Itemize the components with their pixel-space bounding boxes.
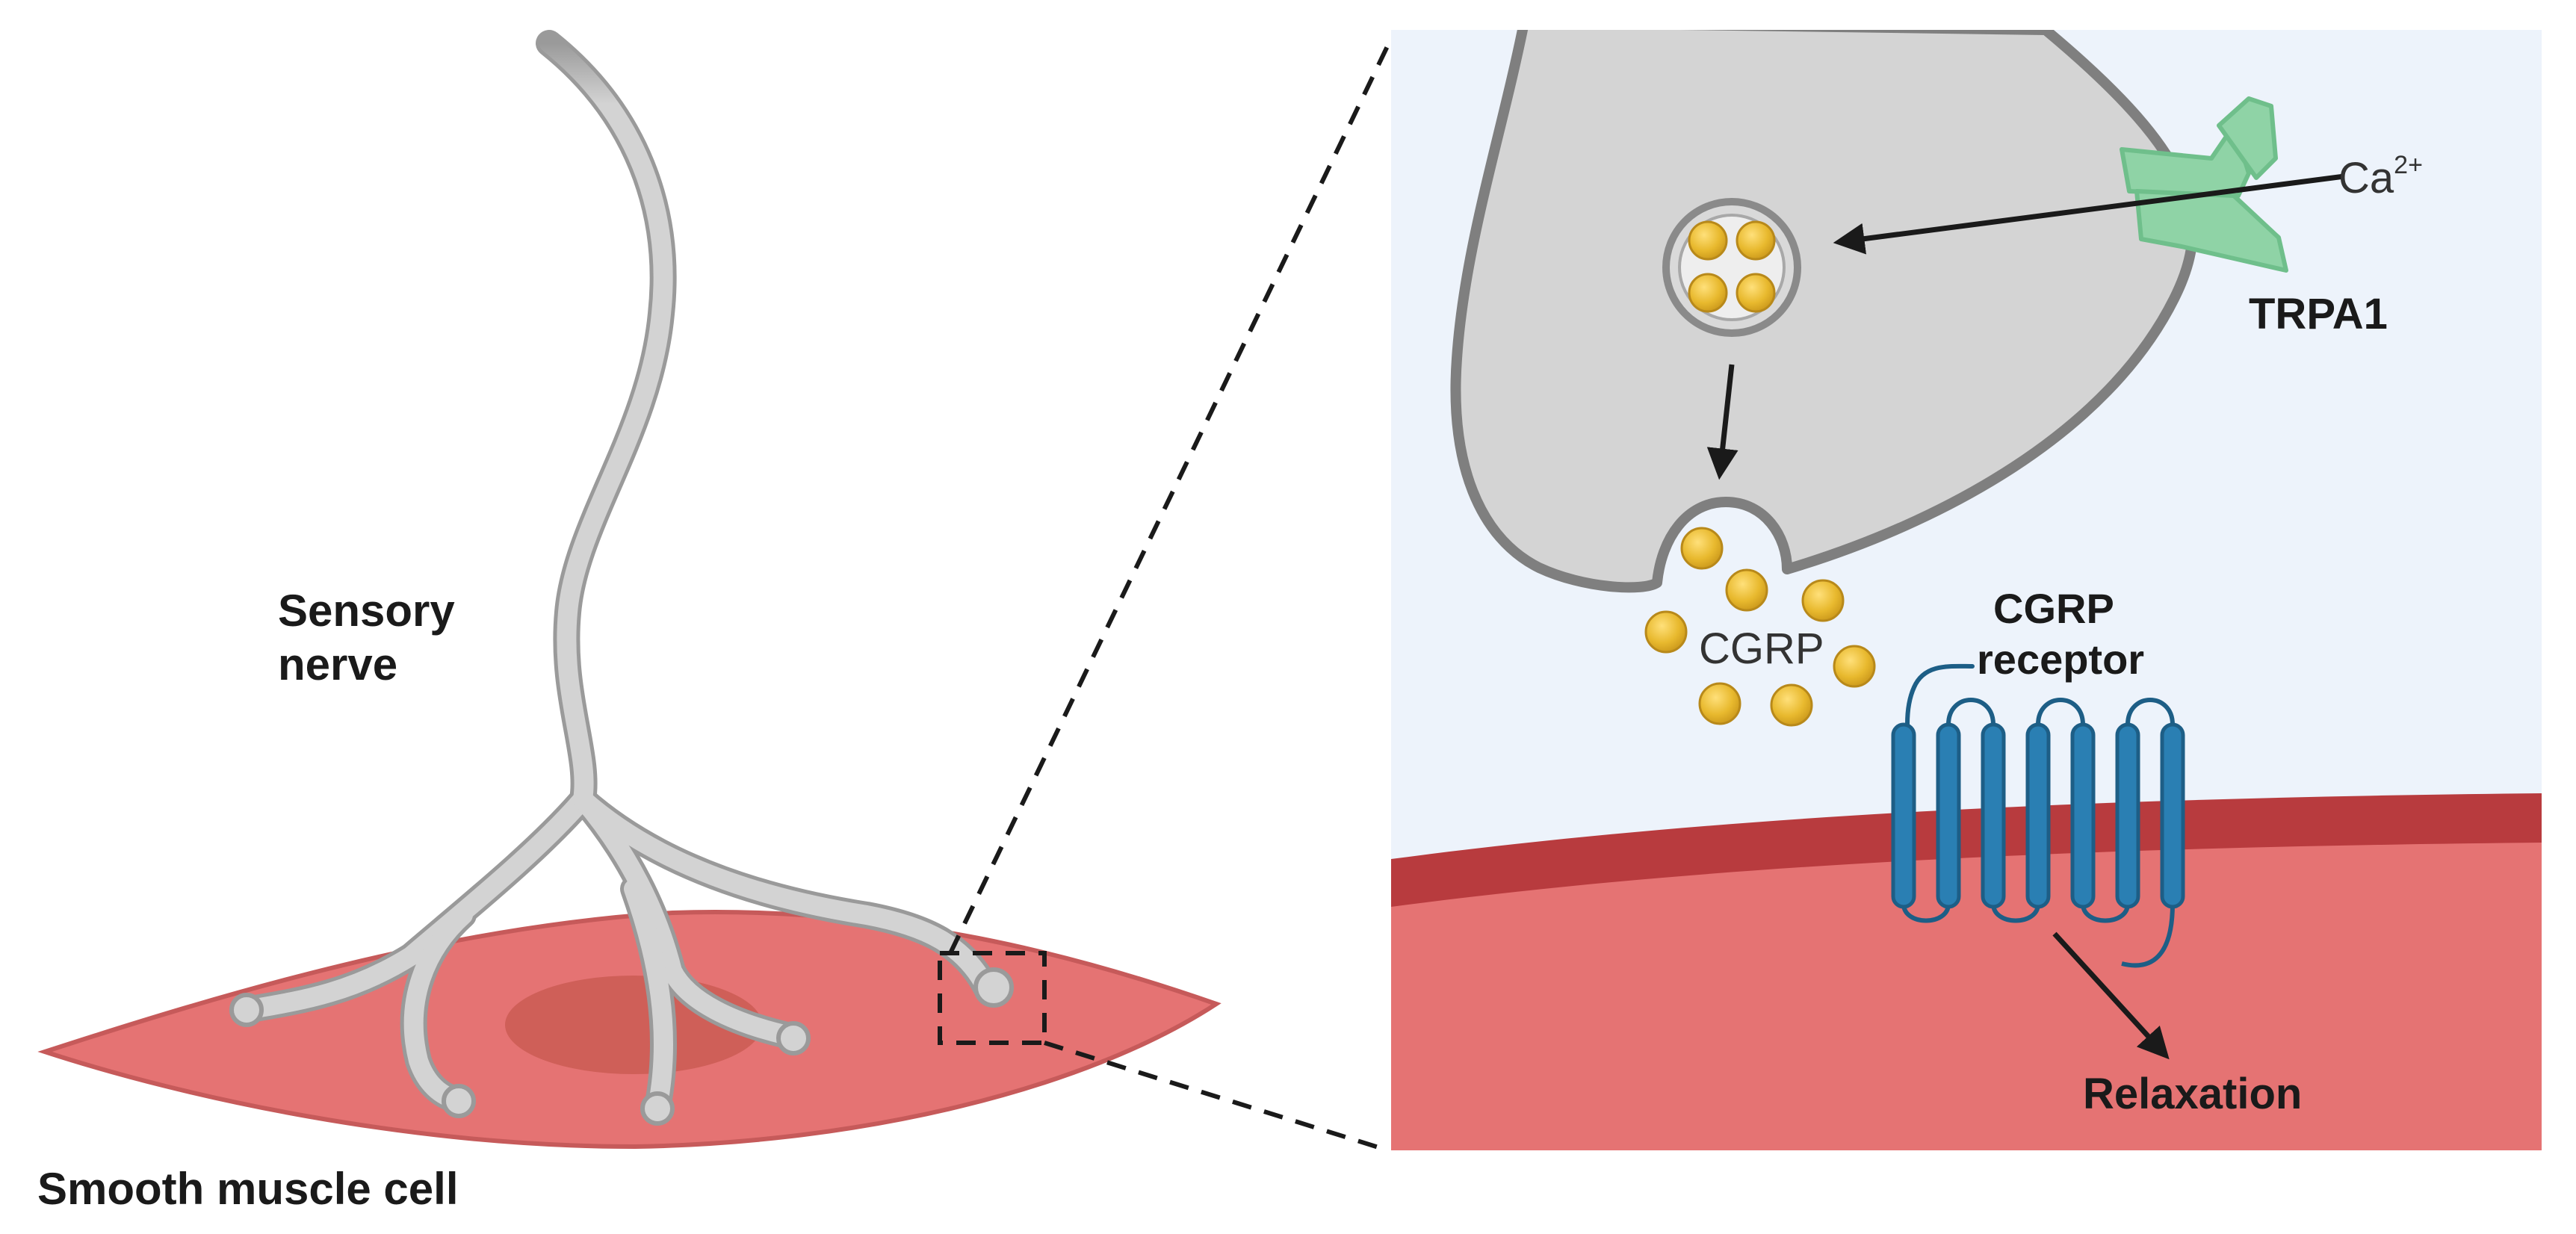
exocytosis-arrow [1706,364,1739,480]
nerve-terminal-bulb [1450,30,2198,593]
inset-panel: Ca2+ TRPA1 CGRP CGRP receptor Relaxation [1391,30,2542,1150]
cgrp-granule [1736,273,1776,313]
ca-ion-label: Ca2+ [2338,151,2423,202]
cgrp-peptide [1833,645,1876,688]
cgrp-label: CGRP [1699,624,1824,673]
nerve-terminal [640,1091,675,1126]
zoom-line-top [948,43,1390,955]
zoom-indicator [938,43,1390,1153]
synaptic-vesicle [1662,198,1801,337]
ca-influx-arrow [1833,173,2345,255]
transmembrane-helix [2025,722,2051,909]
transmembrane-helix [1936,722,1961,909]
cgrp-granule [1688,273,1728,313]
transmembrane-helix [2115,722,2140,909]
cgrp-peptide [1801,579,1845,622]
relaxation-arrow [2052,931,2170,1060]
trpa1-channel [2120,96,2288,273]
transmembrane-helix [1981,722,2006,909]
nerve-terminal [973,967,1014,1008]
cgrp-peptide [1770,683,1813,727]
zoom-box [938,951,1047,1045]
nerve-terminal [776,1021,811,1055]
smooth-muscle-cell [37,910,1222,1150]
transmembrane-helix [2070,722,2096,909]
zoom-line-bottom [1044,1041,1389,1153]
cgrp-receptor [1891,663,2185,968]
cgrp-receptor-label: CGRP receptor [1977,585,2144,683]
cgrp-peptide [1680,527,1724,570]
cgrp-peptide [1725,568,1768,612]
trpa1-label: TRPA1 [2249,290,2388,338]
relaxation-label: Relaxation [2083,1070,2302,1118]
transmembrane-helix [2160,722,2185,909]
smooth-muscle-cell-label: Smooth muscle cell [37,1164,459,1214]
cgrp-peptide [1644,610,1688,654]
nerve-terminal [229,993,264,1027]
cgrp-peptide [1698,682,1741,725]
muscle-cell-interior [1391,843,2542,1150]
sensory-nerve-label: Sensory nerve [278,586,467,689]
nerve-terminal [442,1084,476,1118]
transmembrane-helix [1891,722,1916,909]
released-cgrp [1644,527,1876,727]
cgrp-granule [1688,220,1728,261]
cgrp-granule [1736,220,1776,261]
